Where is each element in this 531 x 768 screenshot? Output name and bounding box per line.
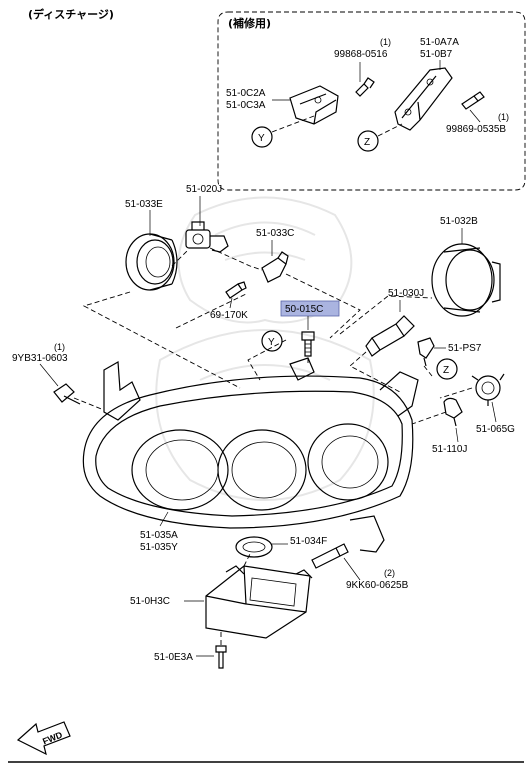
qty-9yb31: (1) [54, 342, 65, 352]
mark-y-circle [261, 330, 283, 352]
repair-parts-box: (補修用) (1) 99868-0516 51-0C2A 51-0C3A 51-… [217, 11, 526, 191]
label-51-0e3a: 51-0E3A [154, 652, 193, 663]
repair-part-99868-0516: 99868-0516 [334, 49, 388, 60]
repair-bracket-icon [289, 85, 339, 125]
repair-part-51-0c2a: 51-0C2A [226, 88, 266, 99]
label-51-030j: 51-030J [388, 288, 424, 299]
repair-bracket-z-icon [394, 67, 453, 131]
part-51-0h3c-ballast: 51-0H3C [130, 553, 313, 639]
label-51-033c: 51-033C [256, 228, 294, 239]
part-51-0e3a-screw: 51-0E3A [154, 632, 227, 669]
part-51-033c-socket: 51-033C [256, 228, 294, 283]
label-50-015c: 50-015C [285, 304, 323, 315]
part-9kk60-0625b-screw: (2) 9KK60-0625B [311, 543, 409, 591]
repair-mark-z-circle [357, 130, 379, 152]
part-9yb31-0603-clip: (1) 9YB31-0603 [12, 342, 81, 405]
repair-screw-icon [461, 91, 485, 110]
part-51-032b-ring: 51-032B [431, 216, 501, 317]
fwd-label: FWD [41, 729, 64, 746]
part-51-034f-ring: 51-034F [235, 536, 327, 558]
highlight-box-50-015c [280, 300, 340, 317]
header-title: (ディスチャージ) [28, 7, 114, 21]
label-51-065g: 51-065G [476, 424, 515, 435]
repair-part-51-0b7: 51-0B7 [420, 49, 453, 60]
headlamp-housing [82, 357, 419, 553]
part-51-033e-ring: 51-033E [125, 199, 178, 291]
label-51-032b: 51-032B [440, 216, 478, 227]
repair-part-51-0c3a: 51-0C3A [226, 100, 266, 111]
assembly-lines [73, 247, 473, 425]
repair-bolt-icon [355, 77, 375, 97]
qty-9kk60: (2) [384, 568, 395, 578]
repair-qty-d: (1) [498, 112, 509, 122]
repair-part-99869-0535b: 99869-0535B [446, 124, 506, 135]
part-69-170k-bulb: 69-170K [210, 281, 248, 321]
label-9yb31-0603: 9YB31-0603 [12, 353, 68, 364]
part-51-030j-bulb: 51-030J [365, 288, 424, 357]
repair-mark-z: Z [364, 137, 370, 148]
label-51-110j: 51-110J [432, 444, 467, 455]
label-51-0h3c: 51-0H3C [130, 596, 170, 607]
label-9kk60-0625b: 9KK60-0625B [346, 580, 409, 591]
label-51-ps7: 51-PS7 [448, 343, 482, 354]
label-51-035a: 51-035A [140, 530, 178, 541]
part-51-065g-socket: 51-065G [471, 373, 515, 435]
repair-mark-y: Y [258, 133, 265, 144]
repair-box-title: (補修用) [228, 16, 271, 30]
label-69-170k: 69-170K [210, 310, 248, 321]
repair-part-51-0a7a: 51-0A7A [420, 37, 459, 48]
label-51-033e: 51-033E [125, 199, 163, 210]
label-51-020j: 51-020J [186, 184, 222, 195]
fwd-arrow-icon: FWD [16, 721, 71, 756]
part-51-ps7-clip: 51-PS7 [417, 337, 482, 367]
part-50-015c-bolt: 50-015C [280, 300, 340, 357]
part-51-110j-bulb: 51-110J [432, 397, 467, 455]
label-51-034f: 51-034F [290, 536, 327, 547]
mark-z: Z [443, 365, 449, 376]
mark-z-circle [436, 358, 458, 380]
repair-qty-a: (1) [380, 37, 391, 47]
mark-y: Y [268, 337, 275, 348]
label-51-035y: 51-035Y [140, 542, 178, 553]
repair-mark-y-circle [251, 126, 273, 148]
